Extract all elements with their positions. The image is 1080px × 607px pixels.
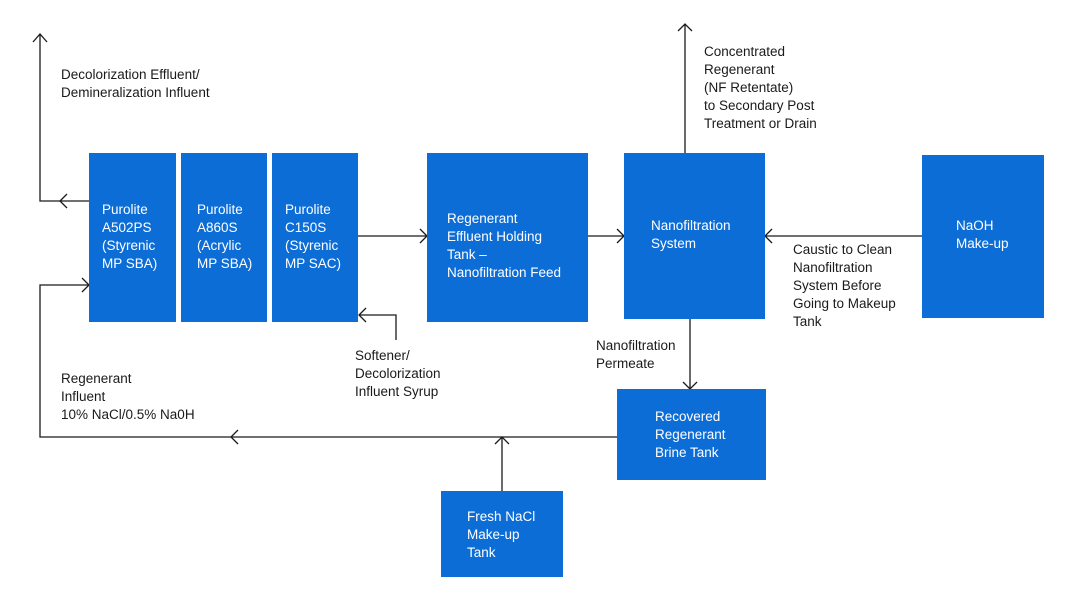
text-line: Demineralization Influent [61, 85, 210, 100]
text-line: Make-up [467, 527, 520, 542]
text-line: Permeate [596, 356, 655, 371]
text-line: Softener/ [355, 348, 410, 363]
text-line: MP SBA) [102, 256, 158, 271]
label-concentrated-regenerant: Concentrated Regenerant (NF Retentate) t… [704, 43, 817, 133]
text-line: (NF Retentate) [704, 80, 794, 95]
text-line: Decolorization [355, 366, 441, 381]
text-line: NaOH [956, 218, 994, 233]
box-nanofiltration-system: Nanofiltration System [624, 153, 765, 319]
text-line: Regenerant [655, 427, 726, 442]
text-line: Decolorization Effluent/ [61, 67, 200, 82]
text-line: Make-up [956, 236, 1009, 251]
line-regenerant-loop [39, 284, 617, 438]
text-line: Influent Syrup [355, 384, 439, 399]
text-line: Tank [793, 314, 822, 329]
text-line: (Styrenic [285, 238, 339, 253]
arrowhead-retentate-up [677, 23, 693, 32]
label-caustic-clean: Caustic to Clean Nanofiltration System B… [793, 241, 896, 331]
text-line: (Acrylic [197, 238, 242, 253]
arrowhead-caustic-in [764, 228, 773, 244]
box-purolite-a502ps: Purolite A502PS (Styrenic MP SBA) [89, 153, 176, 322]
text-line: Nanofiltration [651, 218, 731, 233]
text-line: Purolite [197, 202, 243, 217]
text-line: Regenerant [447, 211, 518, 226]
text-line: to Secondary Post [704, 98, 815, 113]
box-purolite-c150s: Purolite C150S (Styrenic MP SAC) [272, 153, 358, 322]
text-line: Nanofiltration [596, 338, 676, 353]
label-decolorization-effluent: Decolorization Effluent/ Demineralizatio… [61, 66, 210, 102]
text-line: A860S [197, 220, 238, 235]
box-naoh-makeup: NaOH Make-up [922, 155, 1044, 318]
line-decolorization-effluent [39, 34, 89, 202]
label-nf-permeate: Nanofiltration Permeate [596, 337, 676, 373]
line-softener-syrup [359, 314, 397, 340]
box-regenerant-holding-tank: Regenerant Effluent Holding Tank – Nanof… [427, 153, 588, 322]
text-line: Brine Tank [655, 445, 719, 460]
text-line: Effluent Holding [447, 229, 543, 244]
text-line: Purolite [285, 202, 331, 217]
text-line: Influent [61, 389, 106, 404]
text-line: Concentrated [704, 44, 786, 59]
text-line: System [651, 236, 697, 251]
arrowhead-effluent-left [59, 193, 68, 209]
text-line: Regenerant [704, 62, 775, 77]
arrowhead-fresh-up [494, 436, 510, 445]
text-line: MP SAC) [285, 256, 342, 271]
arrowhead-top-left [32, 33, 48, 43]
text-line: 10% NaCl/0.5% Na0H [61, 407, 195, 422]
text-line: Tank – [447, 247, 487, 262]
text-line: Recovered [655, 409, 721, 424]
label-softener-syrup: Softener/ Decolorization Influent Syrup [355, 347, 441, 401]
text-line: System Before [793, 278, 882, 293]
text-line: Fresh NaCl [467, 509, 536, 524]
box-recovered-brine-tank: Recovered Regenerant Brine Tank [617, 389, 766, 480]
text-line: Nanofiltration [793, 260, 873, 275]
box-fresh-nacl-tank: Fresh NaCl Make-up Tank [441, 491, 563, 577]
text-line: Regenerant [61, 371, 132, 386]
text-line: MP SBA) [197, 256, 253, 271]
box-purolite-a860s: Purolite A860S (Acrylic MP SBA) [181, 153, 267, 322]
arrowhead-loop-left [230, 429, 239, 445]
text-line: Treatment or Drain [704, 116, 817, 131]
text-line: Caustic to Clean [793, 242, 893, 257]
text-line: A502PS [102, 220, 152, 235]
text-line: Purolite [102, 202, 148, 217]
text-line: Tank [467, 545, 496, 560]
text-line: Going to Makeup [793, 296, 896, 311]
label-regenerant-influent: Regenerant Influent 10% NaCl/0.5% Na0H [61, 370, 195, 424]
text-line: (Styrenic [102, 238, 156, 253]
arrowhead-syrup-in [358, 307, 367, 323]
text-line: Nanofiltration Feed [447, 265, 562, 280]
text-line: C150S [285, 220, 327, 235]
